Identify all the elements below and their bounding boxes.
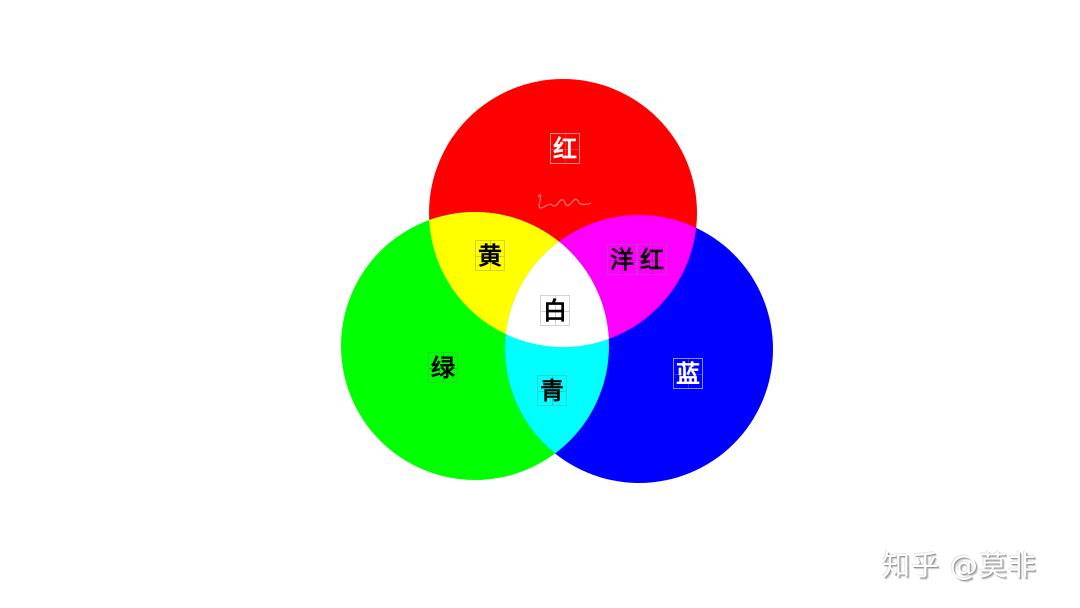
label-magenta-text-2: 红	[637, 244, 667, 275]
label-yellow: 黄	[475, 240, 505, 271]
label-green: 绿	[428, 352, 458, 383]
label-magenta-text-1: 洋	[607, 244, 637, 275]
label-red: 红	[550, 133, 580, 164]
white-overlap	[505, 215, 609, 347]
signature-scribble	[537, 194, 592, 209]
label-white: 白	[540, 295, 570, 326]
label-cyan: 青	[537, 375, 567, 406]
label-yellow-text: 黄	[475, 240, 505, 271]
label-magenta: 洋红	[607, 244, 667, 275]
label-white-text: 白	[540, 295, 570, 326]
label-cyan-text: 青	[537, 375, 567, 406]
label-blue-text: 蓝	[673, 358, 703, 389]
zhihu-watermark: 知乎 @莫非	[882, 549, 1037, 582]
label-green-text: 绿	[428, 352, 458, 383]
label-red-text: 红	[550, 133, 580, 164]
label-blue: 蓝	[673, 358, 703, 389]
